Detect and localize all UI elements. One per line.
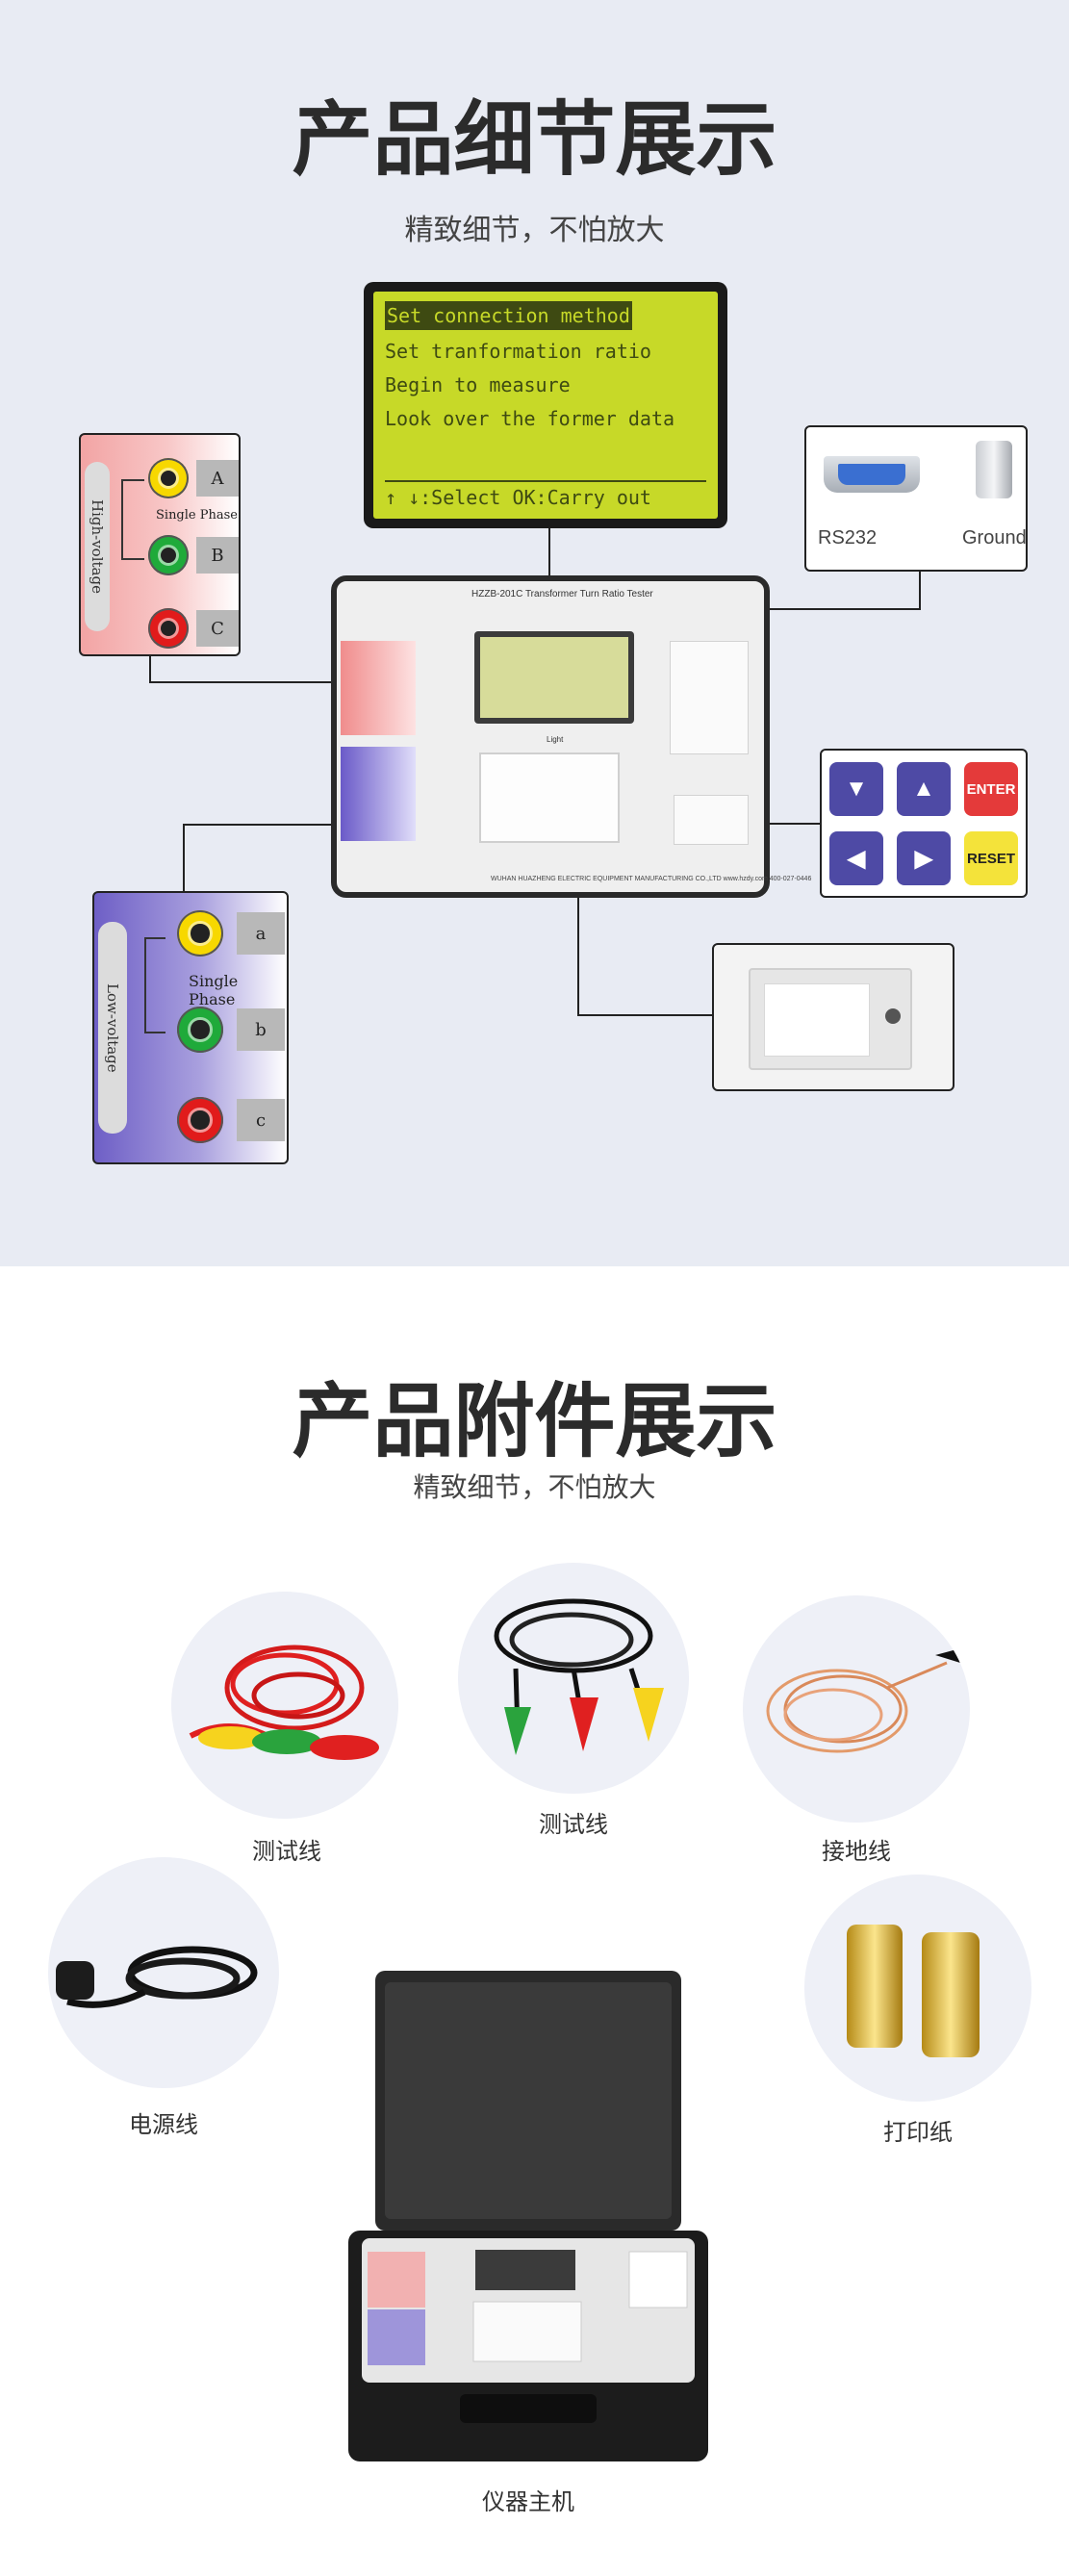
test-lead-image [458, 1563, 689, 1794]
left-key[interactable]: ◀ [829, 831, 883, 885]
lcd-menu-item-selected[interactable]: Set connection method [385, 301, 632, 330]
ground-label: Ground [962, 527, 1027, 548]
lcd-menu-item[interactable]: Set tranformation ratio [385, 340, 651, 363]
accessories-title: 产品附件展示 [292, 1374, 777, 1468]
phase-bracket [144, 937, 165, 1033]
high-voltage-panel: High-voltage A B C Single Phase [79, 433, 241, 656]
device-keypad [674, 795, 749, 845]
lcd-menu-item[interactable]: Begin to measure [385, 373, 571, 396]
enter-key[interactable]: ENTER [964, 762, 1018, 816]
up-key[interactable]: ▲ [897, 762, 951, 816]
connector-line [577, 789, 579, 1016]
accessories-subtitle: 精致细节，不怕放大 [413, 1471, 656, 1503]
low-voltage-label: Low-voltage [98, 922, 127, 1134]
connector-line [183, 824, 356, 826]
jack-green-icon [148, 535, 189, 575]
connector-line [577, 1014, 714, 1016]
device-printer [479, 752, 620, 843]
device-low-voltage-area [341, 747, 416, 841]
accessory-label: 打印纸 [883, 2119, 953, 2146]
terminal-label-a: A [196, 460, 239, 497]
jack-red-icon [148, 608, 189, 649]
phase-label: Single Phase [156, 508, 238, 523]
detail-subtitle: 精致细节，不怕放大 [404, 214, 665, 247]
printer-icon [749, 968, 912, 1070]
terminal-label-c: C [196, 610, 239, 647]
accessory-label: 测试线 [539, 1811, 608, 1838]
instrument-case-image [329, 1971, 727, 2461]
accessory-label: 测试线 [252, 1838, 321, 1865]
connector-line [149, 654, 151, 683]
lcd-screen: Set connection method Set tranformation … [373, 292, 718, 519]
jack-red-icon [177, 1097, 223, 1143]
device-high-voltage-area [341, 641, 416, 735]
low-voltage-panel: Low-voltage a b c Single Phase [92, 891, 289, 1164]
phase-bracket [121, 479, 144, 560]
lcd-display: Set connection method Set tranformation … [364, 282, 727, 528]
right-key[interactable]: ▶ [897, 831, 951, 885]
device-light-label: Light [547, 735, 564, 744]
down-key[interactable]: ▼ [829, 762, 883, 816]
paper-slot [764, 983, 870, 1057]
detail-title: 产品细节展示 [292, 92, 777, 187]
printing-paper-image [804, 1875, 1031, 2102]
keypad-panel: ▼ ▲ ENTER ◀ ▶ RESET [820, 749, 1028, 898]
printer-knob [885, 1008, 901, 1024]
device-power-area [670, 641, 749, 754]
lcd-footer-hint: ↑ ↓:Select OK:Carry out [385, 480, 706, 509]
detail-section: 产品细节展示 精致细节，不怕放大 Set connection method S… [0, 0, 1069, 1266]
connector-line [695, 608, 921, 610]
connector-line [752, 823, 822, 825]
jack-yellow-icon [148, 458, 189, 498]
reset-key[interactable]: RESET [964, 831, 1018, 885]
device-screen [474, 631, 634, 724]
rs232-connector-icon [824, 456, 920, 493]
connector-line [919, 572, 921, 610]
terminal-label-b: B [196, 537, 239, 574]
phase-label: Single Phase [189, 972, 239, 1008]
ground-post-icon [976, 441, 1012, 498]
jack-yellow-icon [177, 910, 223, 956]
accessory-label: 仪器主机 [482, 2488, 574, 2515]
lcd-menu-item[interactable]: Look over the former data [385, 407, 675, 430]
terminal-label-a: a [237, 912, 285, 955]
connector-line [149, 681, 349, 683]
printer-panel [712, 943, 954, 1091]
power-cord-image [48, 1857, 279, 2088]
jack-green-icon [177, 1007, 223, 1053]
accessory-label: 电源线 [129, 2111, 198, 2138]
accessory-label: 接地线 [822, 1838, 891, 1865]
ground-wire-image [743, 1595, 970, 1823]
ports-panel: RS232 Ground [804, 425, 1028, 572]
high-voltage-label: High-voltage [85, 462, 110, 631]
terminal-label-c: c [237, 1099, 285, 1141]
connector-line [183, 824, 185, 893]
device-model-title: HZZB-201C Transformer Turn Ratio Tester [471, 589, 653, 599]
device-footer: WUHAN HUAZHENG ELECTRIC EQUIPMENT MANUFA… [491, 876, 812, 882]
rs232-label: RS232 [818, 527, 878, 548]
test-lead-image [171, 1592, 398, 1819]
terminal-label-b: b [237, 1008, 285, 1051]
device-front-panel: HZZB-201C Transformer Turn Ratio Tester … [331, 575, 811, 898]
